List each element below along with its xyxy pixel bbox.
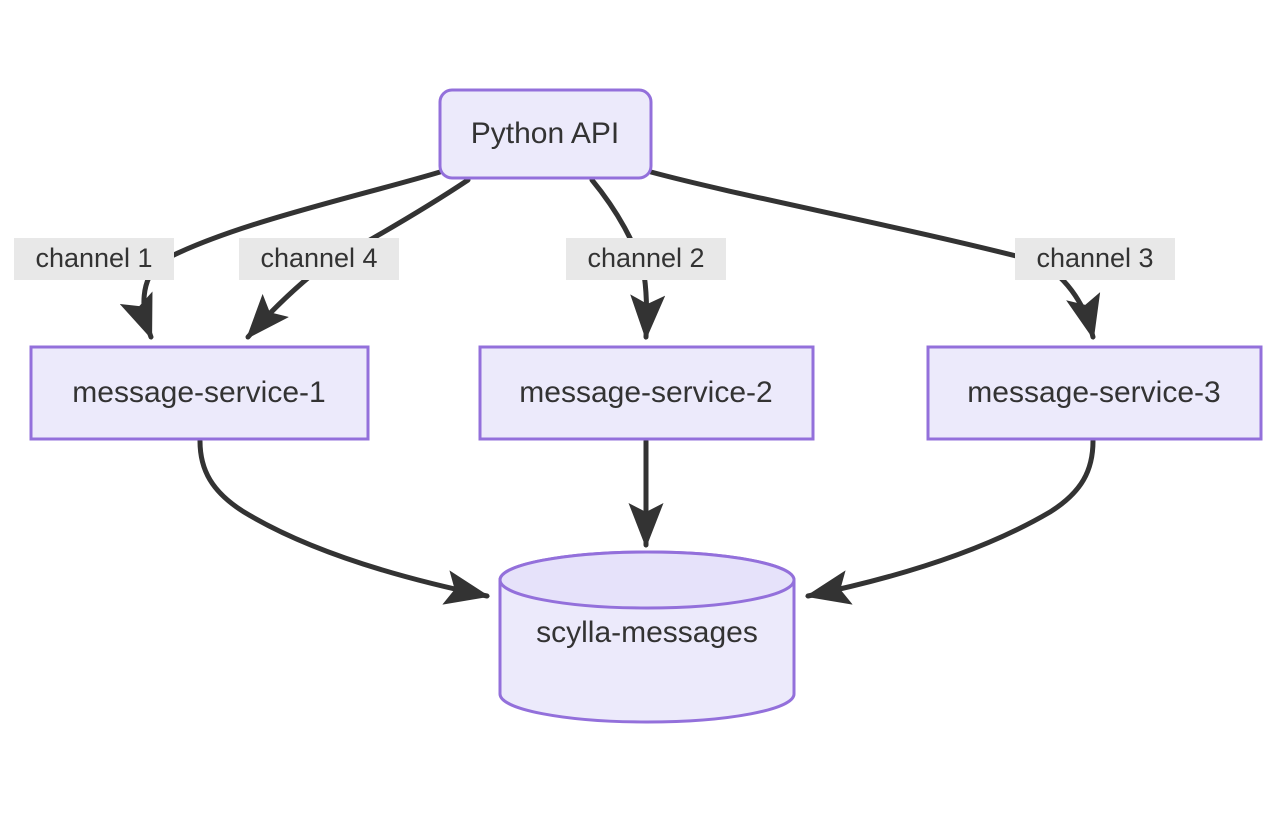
node-scylla-messages[interactable]: scylla-messages: [498, 550, 796, 724]
node-python-api[interactable]: Python API: [438, 88, 653, 180]
edge-label-channel-2: channel 2: [566, 238, 726, 280]
node-python-api-label: Python API: [471, 117, 619, 150]
node-scylla-messages-top[interactable]: [498, 550, 796, 610]
edges-layer: [119, 169, 1101, 605]
node-message-service-2-label: message-service-2: [519, 376, 772, 409]
node-message-service-1[interactable]: message-service-1: [29, 345, 370, 441]
edge-label-channel-3-text: channel 3: [1036, 243, 1153, 273]
edge-label-channel-1: channel 1: [14, 238, 174, 280]
nodes-layer: Python API message-service-1 message-ser…: [29, 88, 1263, 724]
edge-labels-layer: channel 1 channel 4 channel 2 channel 3: [14, 238, 1175, 280]
edge-label-channel-1-text: channel 1: [35, 243, 152, 273]
edge-label-channel-3-background: [1015, 238, 1175, 280]
edge-label-channel-4: channel 4: [239, 238, 399, 280]
node-message-service-2[interactable]: message-service-2: [478, 345, 815, 441]
node-message-service-3-label: message-service-3: [967, 376, 1220, 409]
node-python-api-shape[interactable]: [438, 88, 653, 180]
edge-label-channel-2-text: channel 2: [587, 243, 704, 273]
node-message-service-3-shape[interactable]: [926, 345, 1263, 441]
edge-python-api-to-message-service-1-channel-1[interactable]: [119, 169, 443, 340]
node-message-service-1-label: message-service-1: [72, 376, 325, 409]
edge-label-channel-4-text: channel 4: [260, 243, 377, 273]
node-message-service-3[interactable]: message-service-3: [926, 345, 1263, 441]
edge-label-channel-3: channel 3: [1015, 238, 1175, 280]
edge-python-api-to-message-service-3-channel-3[interactable]: [648, 169, 1101, 340]
node-message-service-1-shape[interactable]: [29, 345, 370, 441]
edge-label-channel-4-background: [239, 238, 399, 280]
edge-label-channel-1-background: [14, 238, 174, 280]
node-message-service-2-shape[interactable]: [478, 345, 815, 441]
edge-message-service-3-to-scylla-messages[interactable]: [805, 438, 1096, 605]
edge-label-channel-2-background: [566, 238, 726, 280]
node-scylla-messages-label: scylla-messages: [536, 616, 758, 649]
edge-message-service-1-to-scylla-messages[interactable]: [197, 438, 490, 605]
